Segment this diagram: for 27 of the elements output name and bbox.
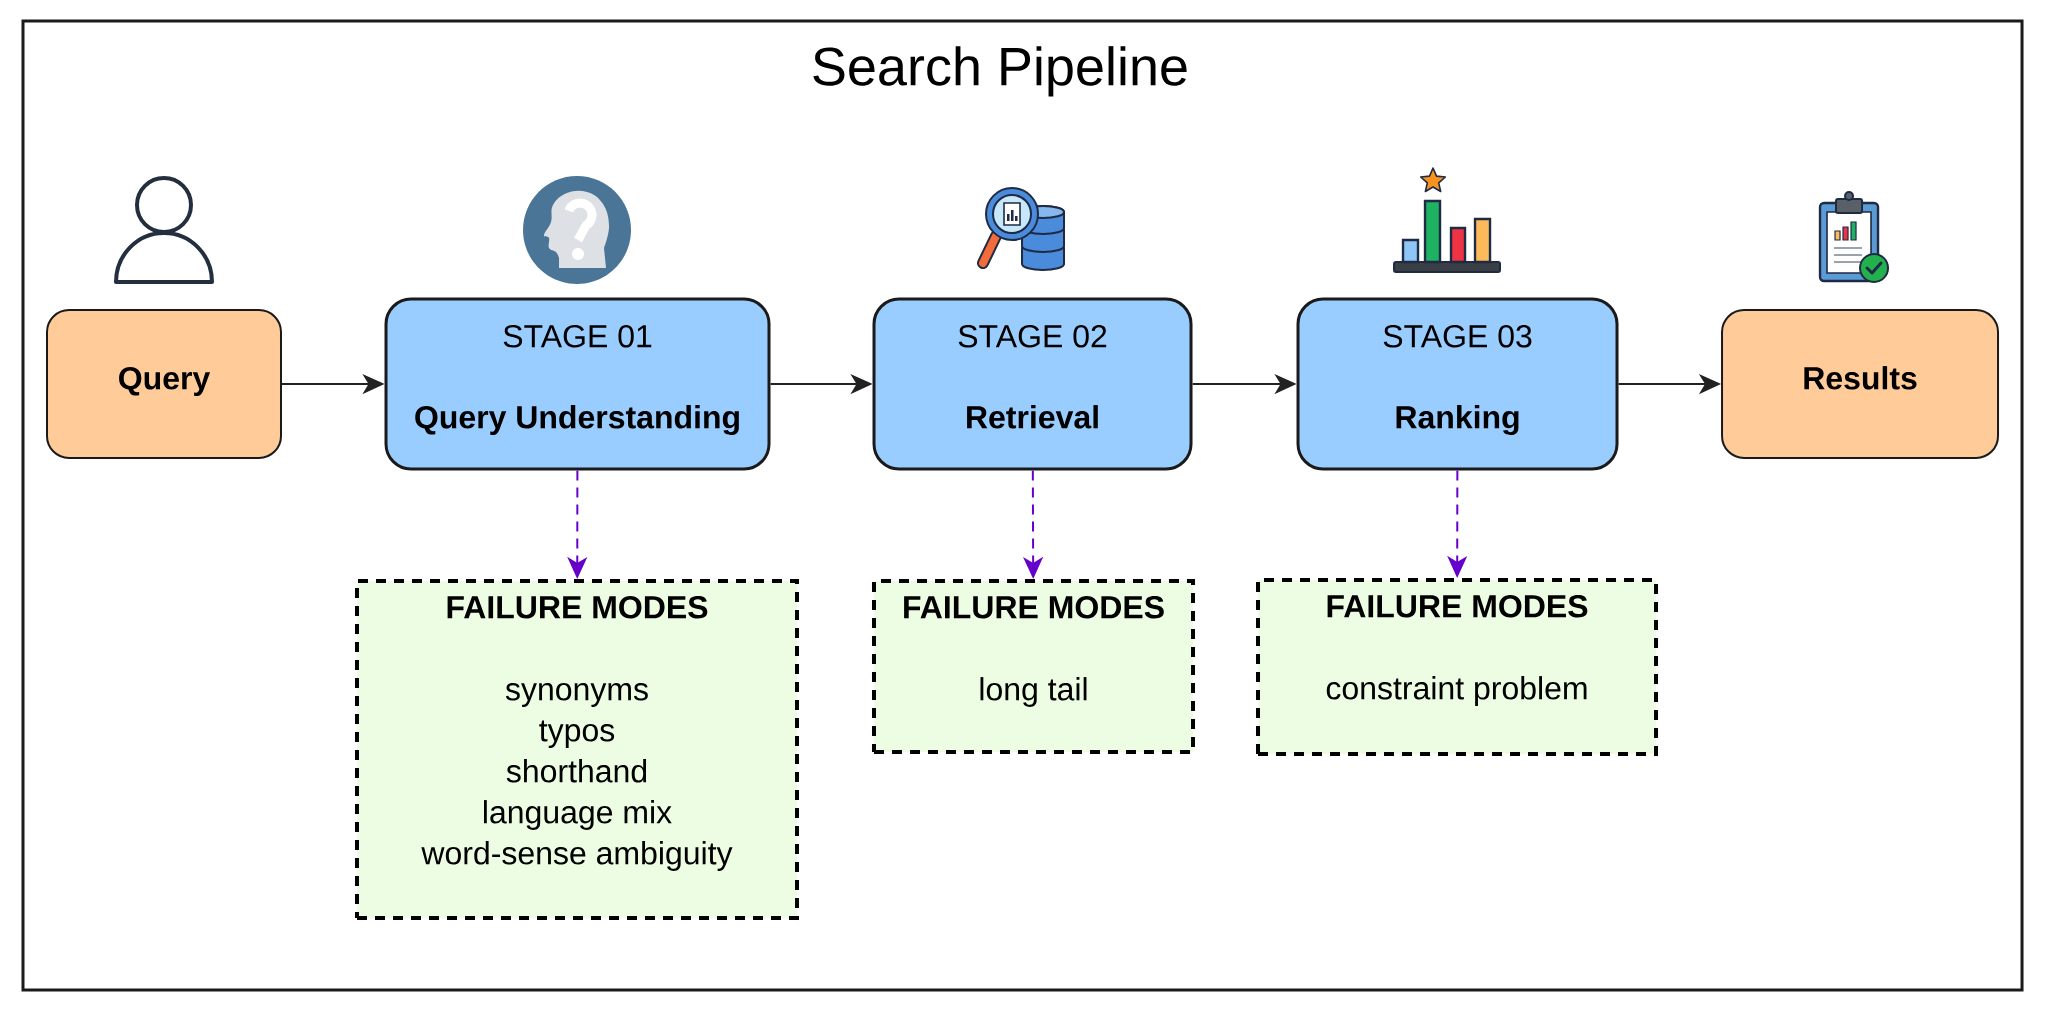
note-box <box>1256 578 1658 756</box>
note-box <box>355 579 799 920</box>
list-item: shorthand <box>506 759 647 783</box>
box-label: Results <box>1804 366 1917 390</box>
list-item: constraint problem <box>1326 676 1587 706</box>
stage-label: STAGE 02 <box>958 324 1107 348</box>
process-box <box>872 297 1193 471</box>
box-label: Query <box>119 366 211 396</box>
list-item: language mix <box>484 800 672 830</box>
stage-label: STAGE 01 <box>503 324 652 348</box>
note-box <box>872 579 1195 754</box>
process-box <box>384 297 771 471</box>
process-box <box>1296 297 1619 471</box>
terminal-box <box>46 309 282 459</box>
list-item: synonyms <box>505 683 648 707</box>
stage-title: Query Understanding <box>415 405 739 436</box>
stage-title: Retrieval <box>967 405 1098 429</box>
list-item: typos <box>539 720 615 748</box>
note-heading: FAILURE MODES <box>1327 594 1588 618</box>
stage-title: Ranking <box>1396 405 1519 436</box>
note-heading: FAILURE MODES <box>447 595 708 619</box>
list-item: long tail <box>980 677 1087 707</box>
title: Search Pipeline <box>813 46 1187 97</box>
stage-label: STAGE 03 <box>1383 324 1532 348</box>
terminal-box <box>1721 309 1999 459</box>
list-item: word-sense ambiguity <box>421 841 733 871</box>
note-heading: FAILURE MODES <box>904 595 1164 619</box>
